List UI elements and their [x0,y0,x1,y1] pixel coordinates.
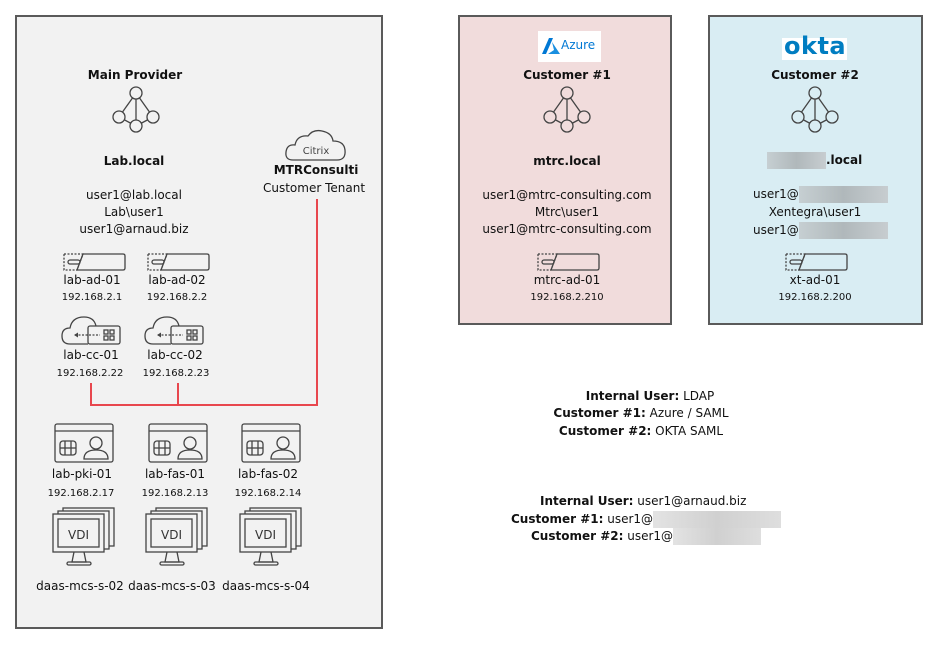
server-icon [785,253,848,271]
connector-line [90,404,318,406]
cc-name: lab-cc-02 [147,348,203,362]
redacted-block [798,186,888,203]
server-ip: 192.168.2.14 [234,488,302,499]
citrix-cloud-icon: Citrix [285,129,346,161]
connector-line [316,199,318,405]
customer2-domain: .local [767,152,862,169]
server-icon [63,253,126,271]
cc-ip: 192.168.2.23 [142,368,210,379]
customer1-identity-3: user1@mtrc-consulting.com [482,222,652,236]
dc-name: lab-ad-01 [63,273,121,287]
auth-legend-row: Internal User: LDAP [585,389,715,403]
customer1-identity-2: Mtrc\user1 [534,205,600,219]
customer2-identity-1: user1@ [753,186,888,203]
server-name: lab-fas-01 [144,467,206,481]
svg-text:VDI: VDI [255,528,276,542]
main-identity-3: user1@arnaud.biz [79,222,189,236]
connector-line [90,383,92,405]
upn-legend-row: Customer #1: user1@ [511,511,782,528]
vdi-monitor-icon: VDI [145,507,208,566]
redacted-block [798,222,888,239]
vdi-monitor-icon: VDI [52,507,115,566]
smartcard-user-icon [148,423,208,463]
okta-logo: okta [782,32,847,60]
customer2-dc-name: xt-ad-01 [789,273,841,287]
server-ip: 192.168.2.13 [141,488,209,499]
smartcard-user-icon [241,423,301,463]
citrix-tenant-name: MTRConsulti [273,163,359,177]
connector-line [177,383,179,405]
customer1-dc-ip: 192.168.2.210 [530,292,604,303]
customer1-identity-1: user1@mtrc-consulting.com [482,188,652,202]
redacted-block [767,152,826,169]
main-provider-title: Main Provider [87,68,183,82]
main-domain-name: Lab.local [103,154,165,168]
redacted-block [653,511,782,528]
dc-ip: 192.168.2.1 [61,292,123,303]
customer2-dc-ip: 192.168.2.200 [778,292,852,303]
vdi-name: daas-mcs-s-02 [36,579,124,593]
azure-logo: Azure [538,31,601,62]
customer1-panel [458,15,672,325]
main-identity-2: Lab\user1 [104,205,164,219]
directory-icon [112,86,160,133]
upn-legend-row: Customer #2: user1@ [531,528,762,545]
customer2-identity-3: user1@ [753,222,888,239]
upn-legend-row: Internal User: user1@arnaud.biz [540,494,747,508]
server-name: lab-pki-01 [51,467,113,481]
customer2-panel [708,15,923,325]
dc-name: lab-ad-02 [148,273,206,287]
customer2-identity-2: Xentegra\user1 [768,205,862,219]
dc-ip: 192.168.2.2 [146,292,208,303]
azure-logo-text: Azure [561,38,596,52]
server-icon [147,253,210,271]
main-identity-1: user1@lab.local [86,188,182,202]
server-ip: 192.168.2.17 [47,488,115,499]
auth-legend-row: Customer #1: Azure / SAML [553,406,729,420]
azure-icon [542,38,560,54]
cloud-connector-icon [61,316,121,345]
customer1-dc-name: mtrc-ad-01 [533,273,601,287]
svg-text:VDI: VDI [161,528,182,542]
vdi-name: daas-mcs-s-04 [222,579,310,593]
vdi-name: daas-mcs-s-03 [128,579,216,593]
smartcard-user-icon [54,423,114,463]
server-name: lab-fas-02 [237,467,299,481]
cc-name: lab-cc-01 [63,348,119,362]
cc-ip: 192.168.2.22 [56,368,124,379]
cloud-connector-icon [144,316,204,345]
customer2-title: Customer #2 [771,68,859,82]
directory-icon [791,86,839,133]
directory-icon [543,86,591,133]
auth-legend-row: Customer #2: OKTA SAML [558,424,724,438]
server-icon [537,253,600,271]
citrix-tenant-sub: Customer Tenant [262,181,366,195]
customer1-title: Customer #1 [523,68,611,82]
customer1-domain: mtrc.local [533,154,601,168]
vdi-monitor-icon: VDI [239,507,302,566]
okta-logo-text: okta [784,32,847,60]
redacted-block [673,528,762,545]
svg-text:VDI: VDI [68,528,89,542]
svg-text:Citrix: Citrix [303,146,330,157]
